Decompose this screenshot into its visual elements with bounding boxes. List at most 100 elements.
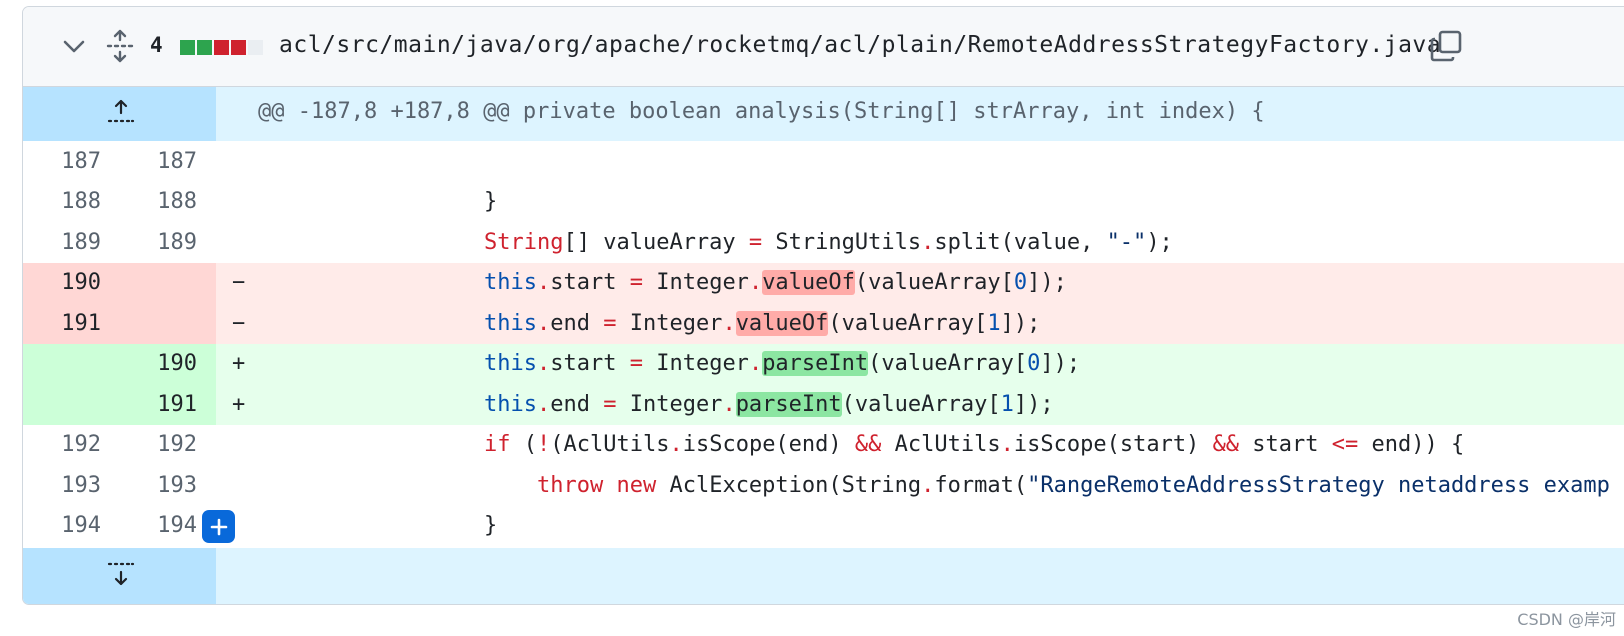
add-comment-button[interactable] [202,510,235,543]
code-token: (valueArray[ [868,351,1028,376]
code-token: Integer [642,270,749,295]
code-token: format( [934,472,1028,498]
diff-line[interactable]: 190 + this.start = Integer.parseInt(valu… [23,344,1624,385]
expand-up-icon [107,99,135,123]
code-text: } [484,182,497,222]
code-cell: String[] valueArray = StringUtils.split(… [216,223,1624,264]
old-line-number[interactable]: 189 [61,229,101,255]
diffstat-block [231,40,246,55]
removed-token: valueOf [735,310,829,336]
code-brace: } [484,189,498,214]
code-keyword: this [484,310,537,336]
plus-icon [210,518,227,535]
code-text: if (!(AclUtils.isScope(end) && AclUtils.… [484,425,1464,465]
code-cell [216,142,1624,183]
diffstat-block [180,40,195,55]
new-line-number[interactable]: 193 [157,472,197,498]
code-operator: = [748,229,763,255]
old-line-number[interactable] [23,384,101,425]
file-path[interactable]: acl/src/main/java/org/apache/rocketmq/ac… [279,32,1442,58]
diff-line[interactable]: 190 − this.start = Integer.valueOf(value… [23,263,1624,304]
chevron-down-icon[interactable] [61,37,87,57]
diff-line[interactable]: 194 194 } [23,506,1624,547]
diff-line[interactable]: 189 189 String[] valueArray = StringUtil… [23,223,1624,264]
code-operator: . [536,270,551,295]
diffstat-block [197,40,212,55]
diffstat-block [248,40,263,55]
code-cell: − this.end = Integer.valueOf(valueArray[… [216,303,1624,344]
code-token: end [550,310,604,336]
code-operator: <= [1331,432,1359,457]
file-header: 4 acl/src/main/java/org/apache/rocketmq/… [23,7,1624,87]
code-string: "RangeRemoteAddressStrategy netaddress e… [1027,472,1610,498]
diff-marker: + [232,391,246,417]
code-token: split(value, [934,229,1107,255]
unfold-icon[interactable] [105,29,135,63]
code-keyword: this [484,270,537,295]
new-line-number[interactable] [120,303,197,344]
old-line-number[interactable]: 190 [23,263,101,304]
code-operator: ! [537,432,551,457]
code-operator: . [536,351,551,376]
code-operator: . [748,270,763,295]
code-cell: + this.end = Integer.parseInt(valueArray… [216,384,1624,425]
code-number: 0 [1013,270,1028,295]
diff-line[interactable]: 192 192 if (!(AclUtils.isScope(end) && A… [23,425,1624,466]
code-token: (valueArray[ [854,270,1014,295]
code-token: [] valueArray [563,229,749,255]
code-text: } [484,506,497,546]
code-text: this.start = Integer.valueOf(valueArray[… [484,263,1067,303]
code-operator: && [854,432,882,457]
code-number: 1 [987,310,1001,336]
expand-up-button[interactable] [23,87,216,141]
copy-icon[interactable] [1429,29,1465,63]
code-token: isScope(start) [1013,432,1213,457]
diff-line[interactable]: 191 − this.end = Integer.valueOf(valueAr… [23,303,1624,344]
changes-count: 4 [150,33,163,57]
code-operator: = [603,391,617,417]
new-line-number[interactable]: 190 [120,344,197,385]
expand-down-button[interactable] [23,548,216,604]
expand-down-icon [107,562,135,586]
diff-line[interactable]: 187 187 [23,142,1624,183]
code-token: start [1239,432,1332,457]
hunk-footer [23,548,1624,604]
new-line-number[interactable]: 192 [157,432,197,457]
code-text: throw new AclException(String.format("Ra… [484,466,1610,506]
new-line-number[interactable]: 191 [120,384,197,425]
code-cell: + this.start = Integer.parseInt(valueArr… [216,344,1624,385]
code-operator: . [921,229,935,255]
old-line-number[interactable]: 188 [61,189,101,214]
diff-line[interactable]: 193 193 throw new AclException(String.fo… [23,466,1624,507]
code-token: AclException(String [656,472,922,498]
code-cell: if (!(AclUtils.isScope(end) && AclUtils.… [216,425,1624,466]
code-text: String[] valueArray = StringUtils.split(… [484,223,1173,263]
diff-line[interactable]: 191 + this.end = Integer.parseInt(valueA… [23,384,1624,425]
diff-line[interactable]: 188 188 } [23,182,1624,223]
code-text: this.start = Integer.parseInt(valueArray… [484,344,1080,384]
new-line-number[interactable]: 189 [157,229,197,255]
old-line-number[interactable]: 194 [61,513,101,538]
old-line-number[interactable]: 192 [61,432,101,457]
code-type: String [484,229,564,255]
code-cell: − this.start = Integer.valueOf(valueArra… [216,263,1624,304]
new-line-number[interactable]: 188 [157,189,197,214]
code-operator: = [629,270,643,295]
code-token: end)) { [1358,432,1465,457]
code-token: isScope(end) [682,432,855,457]
code-keyword: this [484,351,537,376]
old-line-number[interactable]: 191 [23,303,101,344]
code-keyword: this [484,391,537,417]
old-line-number[interactable] [23,344,101,385]
code-token: start [550,270,630,295]
old-line-number[interactable]: 187 [61,148,101,174]
new-line-number[interactable]: 187 [157,148,197,174]
new-line-number[interactable]: 194 [157,513,197,538]
diff-marker: − [232,270,246,295]
old-line-number[interactable]: 193 [61,472,101,498]
code-token: start [550,351,630,376]
watermark: CSDN @岸河 [1517,610,1616,629]
code-token: ]); [1013,391,1054,417]
code-cell: throw new AclException(String.format("Ra… [216,466,1624,507]
new-line-number[interactable] [120,263,197,304]
